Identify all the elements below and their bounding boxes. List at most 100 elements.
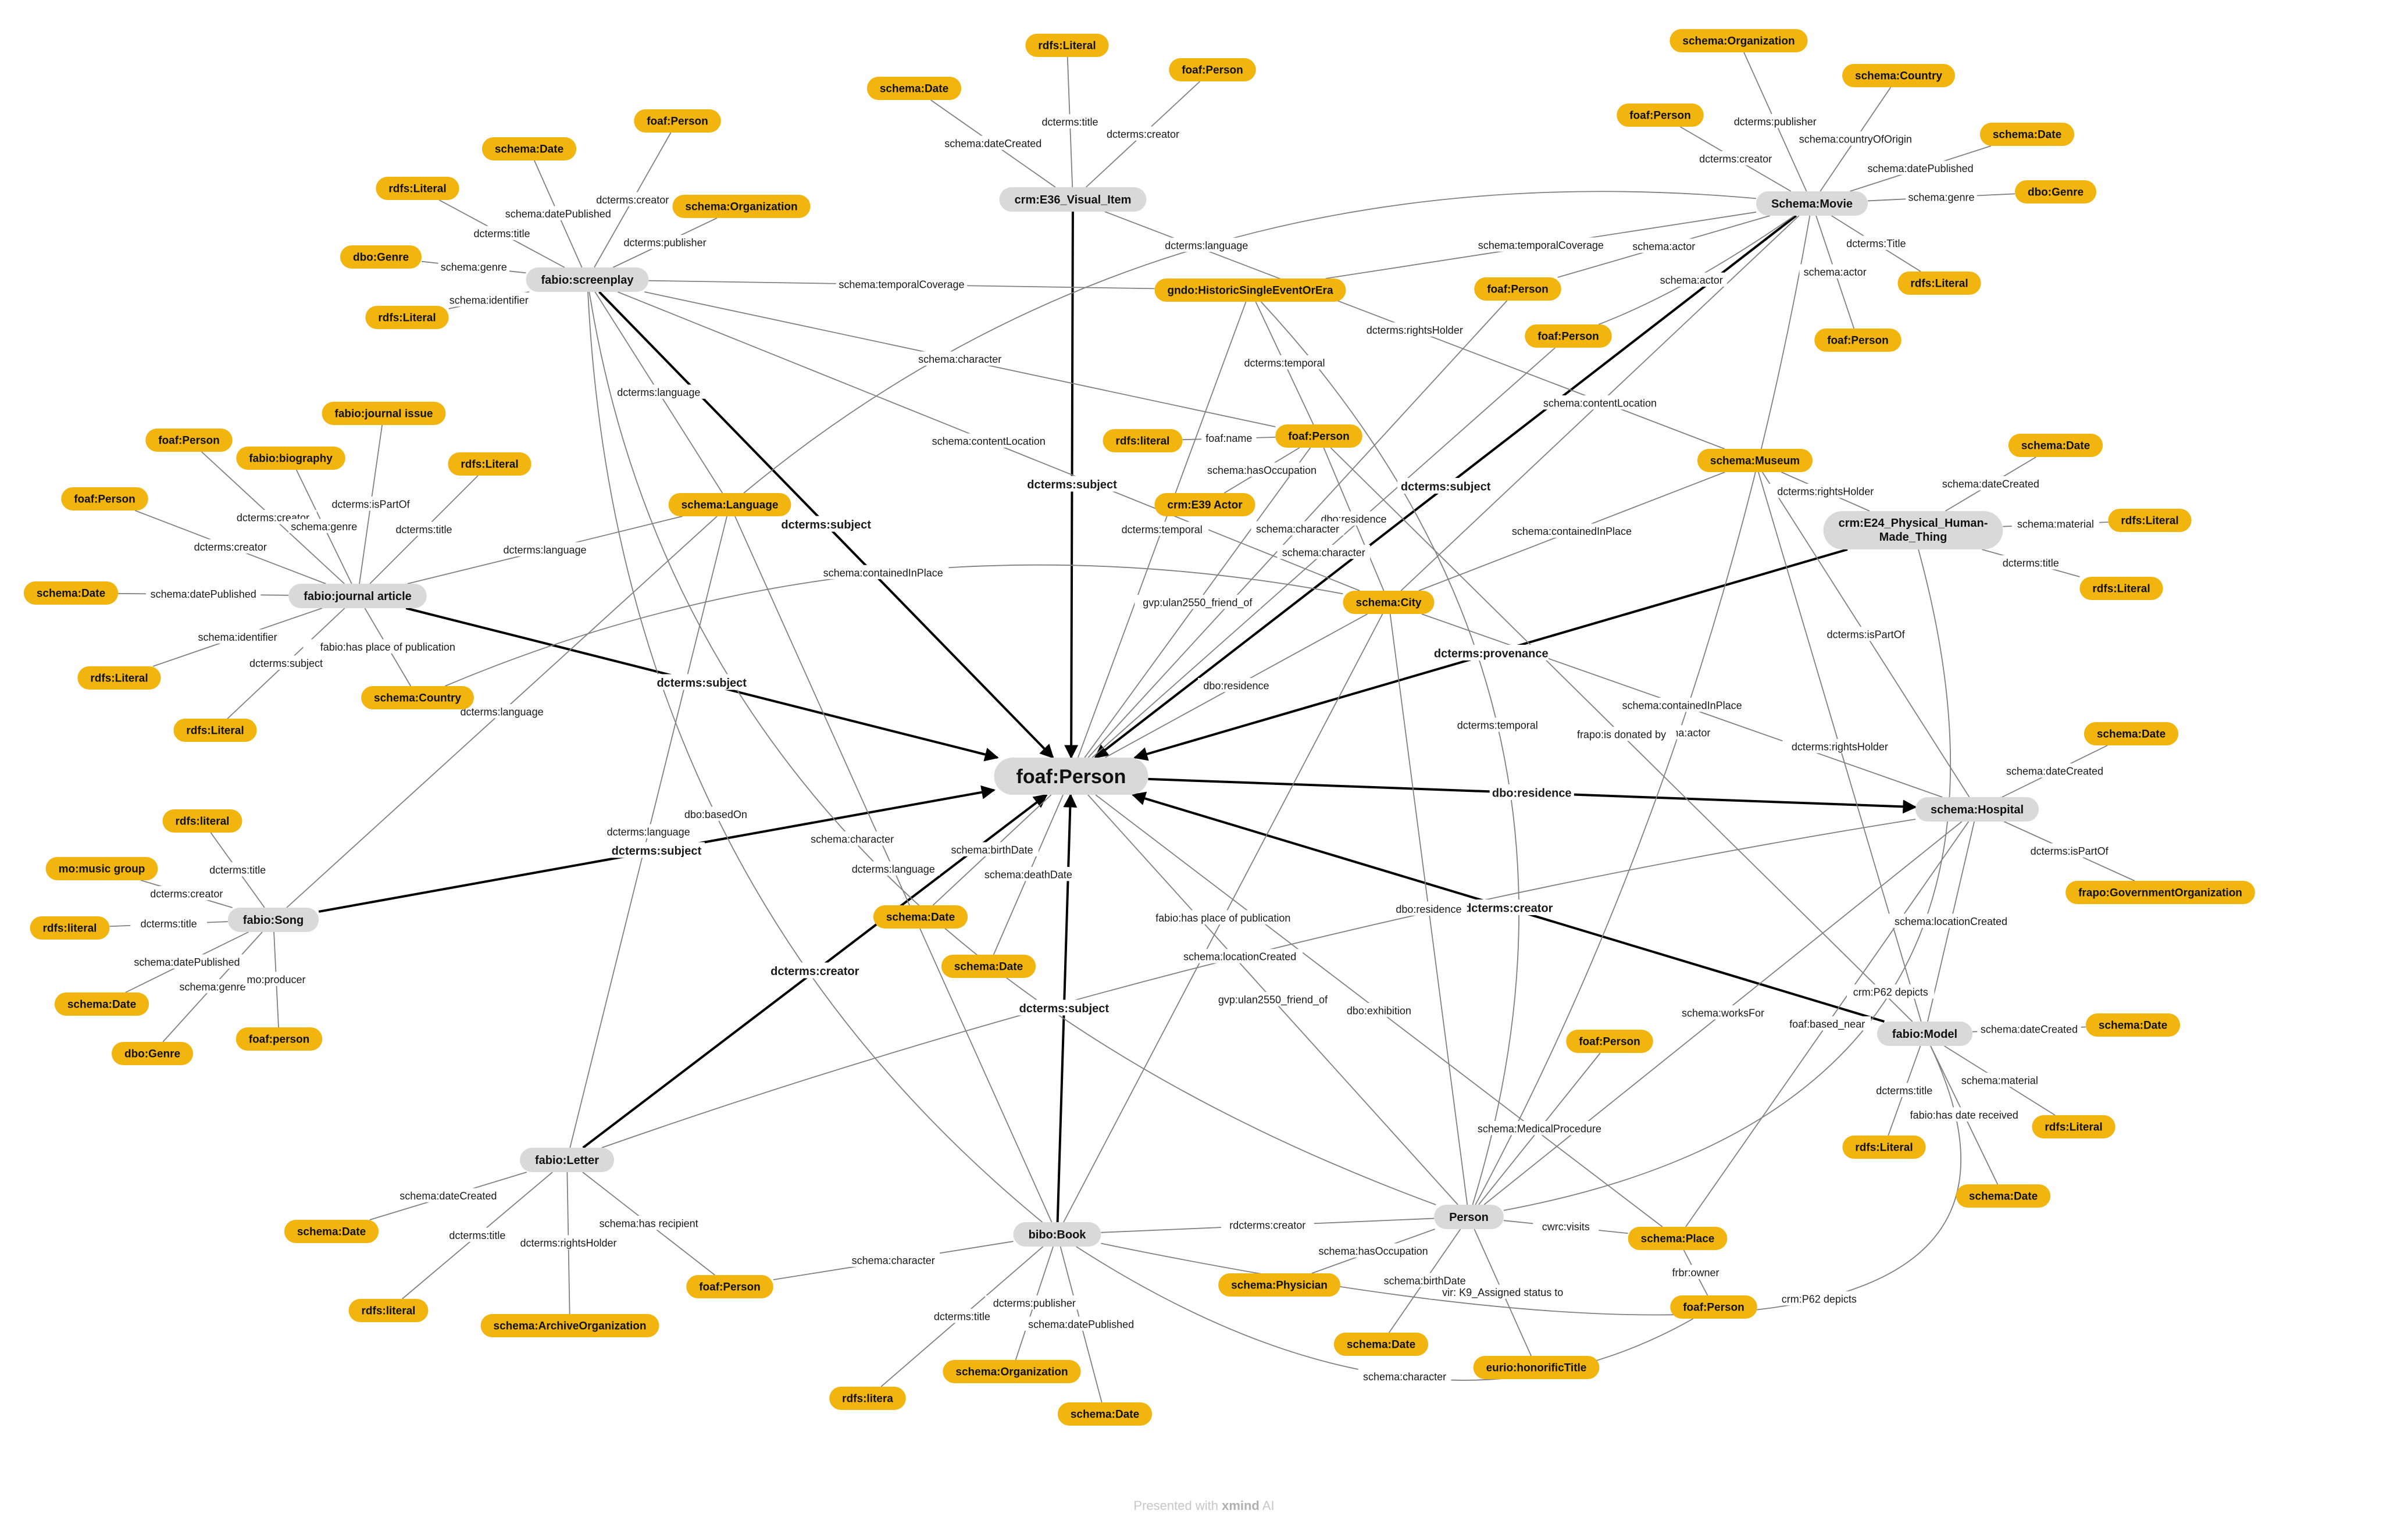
node-vi_foaf[interactable]: foaf:Person xyxy=(1169,58,1256,81)
node-sp_lit2[interactable]: rdfs:Literal xyxy=(365,306,449,329)
edge-label-bg xyxy=(653,674,750,690)
node-ja_lit[interactable]: rdfs:Literal xyxy=(448,452,531,476)
node-ja_lit3[interactable]: rdfs:Literal xyxy=(173,719,257,742)
node-lt_lit[interactable]: rdfs:literal xyxy=(348,1299,429,1322)
node-sp_foaf[interactable]: foaf:Person xyxy=(634,109,721,133)
node-md_date2[interactable]: schema:Date xyxy=(1956,1184,2051,1208)
node-museum[interactable]: schema:Museum xyxy=(1697,449,1813,472)
node-ja_journal[interactable]: fabio:journal issue xyxy=(322,402,446,425)
edge-label-bg xyxy=(242,655,330,670)
node-song[interactable]: fabio:Song xyxy=(227,908,319,932)
node-bk_date[interactable]: schema:Date xyxy=(1057,1402,1153,1426)
node-shape xyxy=(61,487,148,510)
node-journal[interactable]: fabio:journal article xyxy=(288,584,427,608)
node-sp_lit[interactable]: rdfs:Literal xyxy=(376,177,459,200)
node-sp_genre[interactable]: dbo:Genre xyxy=(340,245,422,269)
node-vi_date[interactable]: schema:Date xyxy=(866,77,962,100)
node-ja_foaf1[interactable]: foaf:Person xyxy=(145,429,233,452)
node-gndo[interactable]: gndo:HistoricSingleEventOrEra xyxy=(1154,279,1346,302)
node-frapo[interactable]: frapo:GovernmentOrganization xyxy=(2065,881,2255,904)
node-label: schema:Language xyxy=(682,499,779,512)
node-screenplay[interactable]: fabio:screenplay xyxy=(526,267,649,292)
node-mv_actor3[interactable]: foaf:Person xyxy=(1814,329,1902,352)
node-crm_actor[interactable]: crm:E39 Actor xyxy=(1154,493,1255,516)
node-lt_date[interactable]: schema:Date xyxy=(284,1220,379,1243)
node-ja_date[interactable]: schema:Date xyxy=(23,581,119,605)
node-mv_country[interactable]: schema:Country xyxy=(1842,64,1955,87)
node-rdfs_literal_s[interactable]: rdfs:literal xyxy=(1103,429,1183,452)
node-e24_lit2[interactable]: rdfs:Literal xyxy=(2079,577,2163,600)
node-country[interactable]: schema:Country xyxy=(361,686,474,709)
node-mv_foaf[interactable]: foaf:Person xyxy=(1617,103,1704,127)
node-e24_lit[interactable]: rdfs:Literal xyxy=(2108,509,2192,532)
node-label: rdfs:literal xyxy=(176,816,230,828)
node-mv_org[interactable]: schema:Organization xyxy=(1669,29,1808,52)
node-e24[interactable]: crm:E24_Physical_Human-Made_Thingcrm:E24… xyxy=(1823,511,2003,549)
node-shape xyxy=(1025,34,1109,57)
node-song_prod[interactable]: foaf:person xyxy=(236,1027,323,1051)
node-mv_genre[interactable]: dbo:Genre xyxy=(2014,180,2097,203)
node-ja_lit2[interactable]: rdfs:Literal xyxy=(77,666,161,690)
node-visual[interactable]: crm:E36_Visual_Item xyxy=(999,187,1147,212)
edge-label: vir: K9_Assigned status to xyxy=(1442,1287,1563,1299)
node-bk_org[interactable]: schema:Organization xyxy=(943,1360,1081,1383)
node-char_person[interactable]: foaf:Person xyxy=(1275,424,1362,448)
node-label: foaf:Person xyxy=(699,1281,761,1294)
node-ja_bio[interactable]: fabio:biography xyxy=(236,447,345,470)
node-hospital[interactable]: schema:Hospital xyxy=(1915,797,2039,822)
node-letter[interactable]: fabio:Letter xyxy=(520,1148,614,1172)
node-label: schema:Country xyxy=(374,692,461,705)
node-label: foaf:Person xyxy=(1629,110,1691,122)
node-song_lit[interactable]: rdfs:literal xyxy=(162,809,242,833)
edge-label-bg xyxy=(1221,1217,1314,1232)
node-movie[interactable]: Schema:Movie xyxy=(1756,191,1868,216)
edge-label-bg xyxy=(288,519,360,533)
node-song_lit2[interactable]: rdfs:literal xyxy=(30,916,110,940)
node-mv_date[interactable]: schema:Date xyxy=(1979,123,2075,146)
node-book[interactable]: bibo:Book xyxy=(1013,1222,1101,1247)
node-mv_lit[interactable]: rdfs:Literal xyxy=(1897,272,1981,295)
node-birth_date[interactable]: schema:Date xyxy=(873,905,968,929)
node-shape xyxy=(1154,279,1346,302)
node-death_date[interactable]: schema:Date xyxy=(941,955,1036,978)
node-md_lit[interactable]: rdfs:Literal xyxy=(2032,1115,2116,1138)
edge-label-bg xyxy=(2003,763,2107,778)
node-place[interactable]: schema:Place xyxy=(1628,1227,1728,1250)
node-e24_date[interactable]: schema:Date xyxy=(2008,434,2103,457)
node-lt_foaf[interactable]: foaf:Person xyxy=(686,1275,773,1298)
node-bk_lit[interactable]: rdfs:litera xyxy=(829,1387,906,1410)
node-mv_actor1[interactable]: foaf:Person xyxy=(1474,277,1561,301)
edge-label-bg xyxy=(1782,739,1897,754)
node-hos_date[interactable]: schema:Date xyxy=(2084,722,2179,745)
node-md_lit2[interactable]: rdfs:Literal xyxy=(1842,1136,1926,1159)
node-model[interactable]: fabio:Model xyxy=(1877,1022,1973,1046)
node-song_genre[interactable]: dbo:Genre xyxy=(111,1042,194,1065)
node-vi_lit[interactable]: rdfs:Literal xyxy=(1025,34,1109,57)
node-city[interactable]: schema:City xyxy=(1343,591,1435,614)
node-mv_actor2[interactable]: foaf:Person xyxy=(1525,324,1612,348)
node-sp_date[interactable]: schema:Date xyxy=(481,137,577,160)
edge-label-bg xyxy=(1337,1003,1420,1017)
edge-label-bg xyxy=(1726,114,1825,128)
node-shape xyxy=(481,137,577,160)
node-ja_foaf2[interactable]: foaf:Person xyxy=(61,487,148,510)
edge-label: dcterms:rightsHolder xyxy=(1367,324,1463,336)
node-md_date[interactable]: schema:Date xyxy=(2085,1013,2181,1037)
node-language[interactable]: schema:Language xyxy=(668,493,791,516)
edge-label: schema:datePublished xyxy=(505,208,611,220)
node-song_mo[interactable]: mo:music group xyxy=(45,857,158,880)
node-p_foaf[interactable]: foaf:Person xyxy=(1566,1030,1653,1053)
edge-label-bg xyxy=(941,135,1046,150)
node-label: schema:Date xyxy=(1969,1191,2038,1203)
node-person[interactable]: Person xyxy=(1434,1205,1504,1229)
node-eurio[interactable]: eurio:honorificTitle xyxy=(1473,1356,1600,1379)
node-label: schema:Date xyxy=(37,588,105,600)
node-owner[interactable]: foaf:Person xyxy=(1670,1295,1757,1319)
node-physician[interactable]: schema:Physician xyxy=(1218,1273,1340,1297)
node-song_date[interactable]: schema:Date xyxy=(54,992,149,1016)
node-center[interactable]: foaf:Person xyxy=(994,758,1148,795)
node-p_date[interactable]: schema:Date xyxy=(1333,1333,1429,1356)
node-sp_org[interactable]: schema:Organization xyxy=(672,195,811,218)
node-archive[interactable]: schema:ArchiveOrganization xyxy=(480,1314,659,1337)
node-shape xyxy=(866,77,962,100)
